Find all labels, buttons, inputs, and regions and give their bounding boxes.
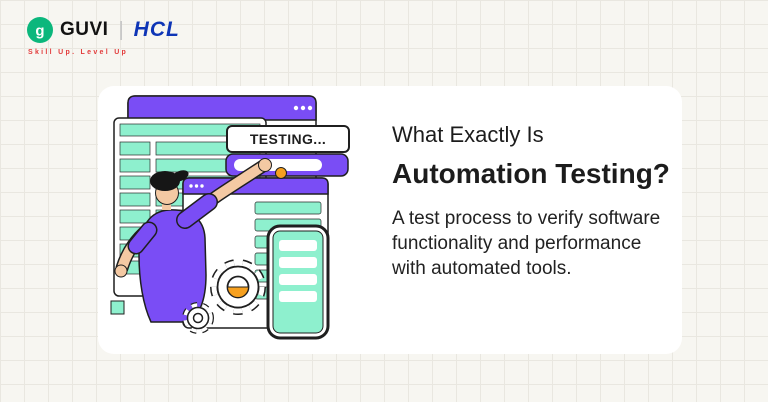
person (114, 158, 272, 323)
window-dot-icon (194, 184, 199, 188)
gear-large-icon (210, 259, 266, 315)
automation-testing-illustration: TESTING... (110, 95, 350, 340)
window-dot-icon (200, 184, 204, 188)
guvi-wordmark: GUVI (60, 19, 109, 40)
hcl-wordmark: HCL (133, 18, 180, 41)
hand (114, 264, 128, 278)
logo-row: g GUVI | HCL (27, 17, 180, 43)
orange-dot-icon (275, 167, 287, 179)
gear-small-icon (182, 302, 214, 334)
guvi-logo-icon: g (27, 17, 53, 43)
text-block: What Exactly Is Automation Testing? A te… (392, 121, 670, 281)
hand (258, 158, 272, 172)
testing-badge: TESTING... (226, 125, 350, 153)
window-dot-icon (300, 105, 306, 111)
guvi-logo-glyph: g (35, 23, 44, 40)
guvi-tagline: Skill Up. Level Up (28, 49, 129, 56)
testing-label: TESTING... (250, 131, 326, 147)
description-paragraph: A test process to verify software functi… (392, 208, 661, 279)
mint-square-icon (110, 300, 125, 315)
phone (266, 224, 330, 340)
window-dot-icon (293, 105, 299, 111)
window-dot-icon (307, 105, 313, 111)
window-dot-icon (189, 184, 193, 188)
heading-line2: Automation Testing? (392, 158, 670, 189)
logo-divider: | (118, 18, 124, 41)
heading-line1: What Exactly Is (392, 122, 544, 147)
